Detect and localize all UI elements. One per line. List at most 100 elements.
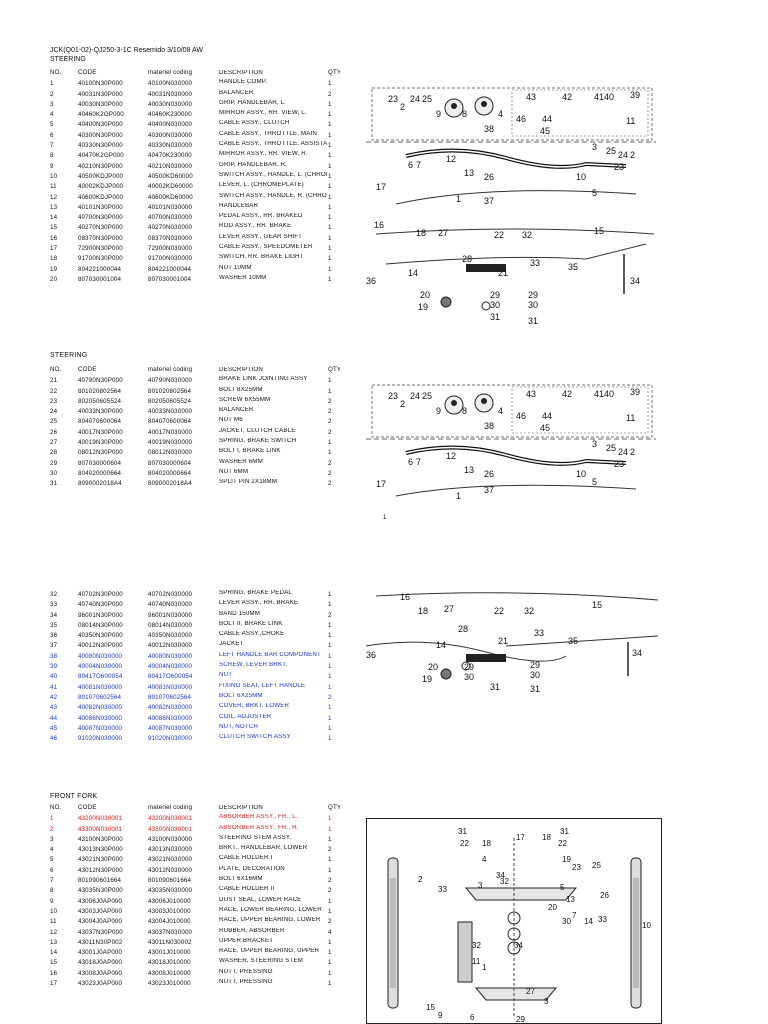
section-title-steering-1: STEERING <box>50 56 86 63</box>
item-number: 15 <box>50 224 58 232</box>
material-code: 40790N030000 <box>148 377 193 385</box>
item-number: 19 <box>50 265 58 273</box>
part-code: 40082N030000 <box>78 704 123 712</box>
callout-label: 13 <box>566 895 575 904</box>
callout-label: 15 <box>592 600 602 610</box>
part-description: CABLE ASSY., CLUTCH <box>219 120 290 127</box>
quantity: 1 <box>328 856 332 864</box>
part-code: 40080N030000 <box>78 652 123 660</box>
callout-label: 29 <box>528 290 538 300</box>
column-code: CODE <box>78 804 97 811</box>
material-code: 43023J010000 <box>148 980 191 988</box>
part-code: 40004N030000 <box>78 663 123 671</box>
callout-label: 6 <box>470 1013 475 1022</box>
callout-label: 22 <box>494 230 504 240</box>
part-description: JACKET, CLUTCH CABLE <box>219 427 296 434</box>
part-code: 43003J0AP000 <box>78 907 123 915</box>
part-description: BOLT II, BRAKE LINK <box>219 620 283 627</box>
quantity: 1 <box>328 183 332 191</box>
callout-label: 22 <box>460 839 469 848</box>
material-code: 40033N030000 <box>148 408 193 416</box>
material-code: 801090601664 <box>148 877 192 885</box>
callout-label: 34 <box>632 648 642 658</box>
item-number: 12 <box>50 193 58 201</box>
callout-label: 30 <box>530 670 540 680</box>
material-code: 43003J010000 <box>148 907 191 915</box>
material-code: 804221000044 <box>148 265 192 273</box>
part-code: 40101N30P000 <box>78 203 123 211</box>
callout-label: 45 <box>540 423 550 433</box>
page-number-small: 1 <box>383 515 387 521</box>
column-qty: QTY. <box>328 69 340 76</box>
callout-label: 3 <box>592 439 597 449</box>
callout-label: 30 <box>464 672 474 682</box>
part-description: BALANCER <box>219 89 254 96</box>
part-description: UPPER BRACKET <box>219 937 274 944</box>
part-code: 96001N30P000 <box>78 611 123 619</box>
callout-label: 41 <box>594 389 604 399</box>
material-code: 40019N030000 <box>148 439 193 447</box>
callout-label: 25 <box>422 94 432 104</box>
column-no: NO. <box>50 804 62 811</box>
column-description: DESCRIPTION <box>219 367 263 373</box>
material-code: 96001N030000 <box>148 611 193 619</box>
part-description: CABLE ASSY., SPEEDOMETER <box>219 244 313 251</box>
part-code: 804221000044 <box>78 265 122 273</box>
callout-label: 21 <box>498 636 508 646</box>
callout-label: 17 <box>376 182 386 192</box>
part-description: SWITCH ASSY., HANDLE, R. (CHROMEPLATE) <box>219 192 327 199</box>
item-number: 8 <box>50 887 54 895</box>
column-code: CODE <box>78 69 97 76</box>
material-code: 91020N030000 <box>148 735 193 743</box>
callout-label: 2 <box>400 102 405 112</box>
item-number: 5 <box>50 121 54 129</box>
quantity: 1 <box>328 80 332 88</box>
material-code: 43018J010000 <box>148 959 191 967</box>
item-number: 45 <box>50 724 58 732</box>
material-code: 40470K230000 <box>148 152 192 160</box>
quantity: 2 <box>328 846 332 854</box>
material-code: 08370N030000 <box>148 234 193 242</box>
callout-label: 33 <box>534 628 544 638</box>
quantity: 2 <box>328 90 332 98</box>
part-code: 40017N30P000 <box>78 428 123 436</box>
part-description: NUT 6MM <box>219 468 249 475</box>
material-code: 43300N030001 <box>148 825 193 833</box>
part-description: SPLIT PIN 2X18MM <box>219 479 277 486</box>
part-code: 40470K2GP000 <box>78 152 124 160</box>
item-number: 10 <box>50 172 58 180</box>
callout-label: 15 <box>426 1003 435 1012</box>
quantity: 1 <box>328 601 332 609</box>
quantity: 1 <box>328 735 332 743</box>
quantity: 2 <box>328 611 332 619</box>
callout-label: 25 <box>606 146 616 156</box>
part-code: 804070600064 <box>78 418 122 426</box>
callout-label: 31 <box>490 682 500 692</box>
callout-label: 32 <box>500 877 509 886</box>
quantity: 1 <box>328 652 332 660</box>
part-code: 40100N30P000 <box>78 80 123 88</box>
section-title-front-fork: FRONT FORK <box>50 793 98 800</box>
item-number: 11 <box>50 183 57 191</box>
callout-label: 19 <box>422 674 432 684</box>
quantity: 2 <box>328 418 332 426</box>
callout-label: 42 <box>562 389 572 399</box>
material-code: 43200N030001 <box>148 815 193 823</box>
part-code: 91700N30P000 <box>78 255 123 263</box>
callout-label: 35 <box>568 636 578 646</box>
part-description: WASHER 6MM <box>219 458 263 465</box>
quantity: 1 <box>328 980 332 988</box>
material-code: 40101N030000 <box>148 203 193 211</box>
column-material: materiel coding <box>148 804 193 811</box>
material-code: 43100N030000 <box>148 835 193 843</box>
part-code: 40086N030000 <box>78 714 123 722</box>
part-description: LEVER ASSY., RR. BRAKE <box>219 600 299 607</box>
callout-label: 40 <box>604 92 614 102</box>
callout-label: 23 <box>388 391 398 401</box>
quantity: 1 <box>328 121 332 129</box>
item-number: 40 <box>50 673 58 681</box>
quantity: 1 <box>328 245 332 253</box>
quantity: 2 <box>328 693 332 701</box>
callout-label: 44 <box>542 114 552 124</box>
